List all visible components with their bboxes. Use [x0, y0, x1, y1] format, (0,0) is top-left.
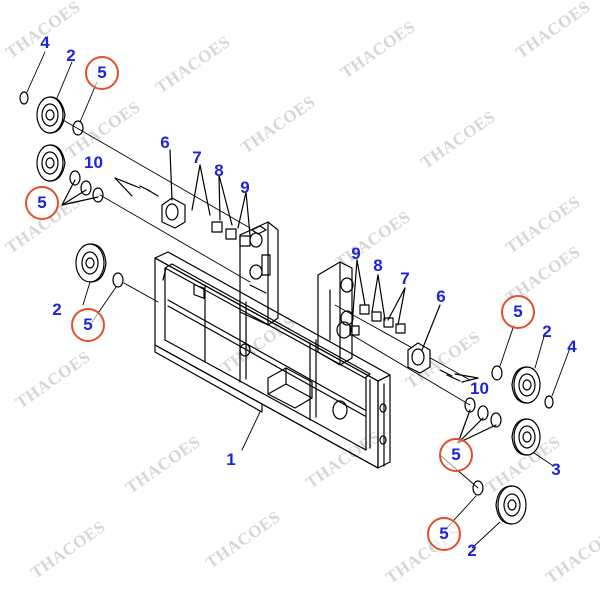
callout-label: 2 [52, 300, 62, 319]
callout-label: 9 [240, 178, 250, 197]
roller-top-left [36, 96, 66, 134]
callout-label: 4 [567, 337, 577, 356]
callout-label: 8 [214, 161, 224, 180]
roller-lower-left [75, 243, 107, 283]
callout-label: 6 [436, 287, 446, 306]
leader-lines [26, 51, 571, 549]
callout-label: 9 [351, 244, 361, 263]
roller-right-mid [511, 418, 541, 456]
left-bracket-assembly [61, 149, 251, 299]
callout-label-highlighted: 5 [427, 517, 461, 551]
callout-label: 3 [551, 460, 561, 479]
roller-right-upper [511, 366, 541, 404]
ring-set [19, 91, 554, 496]
callout-label: 1 [226, 450, 236, 469]
left-upright [239, 221, 279, 326]
callout-label: 7 [400, 269, 410, 288]
roller-mid-left [36, 144, 66, 182]
callout-label: 2 [66, 46, 76, 65]
callout-label-highlighted: 5 [501, 295, 535, 329]
right-bracket-assembly [349, 259, 497, 444]
callout-label: 7 [192, 148, 202, 167]
callout-label: 2 [467, 541, 477, 560]
callout-label: 8 [373, 256, 383, 275]
frame-part-1 [154, 251, 391, 469]
callout-label: 2 [542, 322, 552, 341]
right-upright [317, 261, 354, 366]
callout-label-highlighted: 5 [439, 438, 473, 472]
callout-label-highlighted: 5 [25, 186, 59, 220]
callout-label-highlighted: 5 [85, 56, 119, 90]
callout-label: 10 [470, 379, 489, 398]
callout-label: 4 [40, 33, 50, 52]
callout-label-highlighted: 5 [71, 308, 105, 342]
callout-label: 10 [84, 153, 103, 172]
axle-lines [62, 119, 479, 489]
roller-right-lower [495, 485, 527, 525]
callout-label: 6 [160, 133, 170, 152]
